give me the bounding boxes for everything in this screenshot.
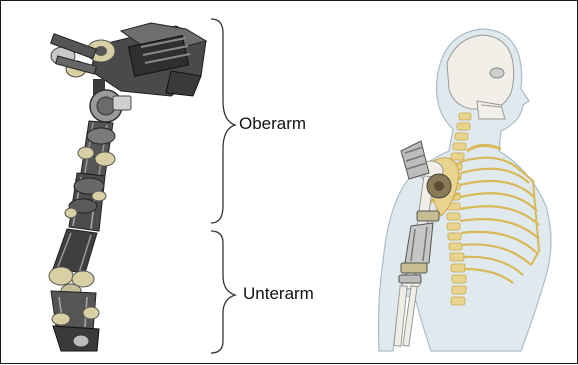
exoskeleton-arm-illustration	[49, 23, 206, 351]
human-skeleton-illustration	[379, 29, 552, 351]
upper-arm-segment	[65, 121, 115, 231]
forearm-segment	[49, 229, 99, 351]
forearm-label: Unterarm	[243, 284, 314, 304]
upper-arm-brace	[211, 19, 235, 223]
shoulder-mount	[51, 23, 206, 96]
upper-arm-label: Oberarm	[239, 114, 306, 134]
forearm-brace	[211, 231, 235, 353]
